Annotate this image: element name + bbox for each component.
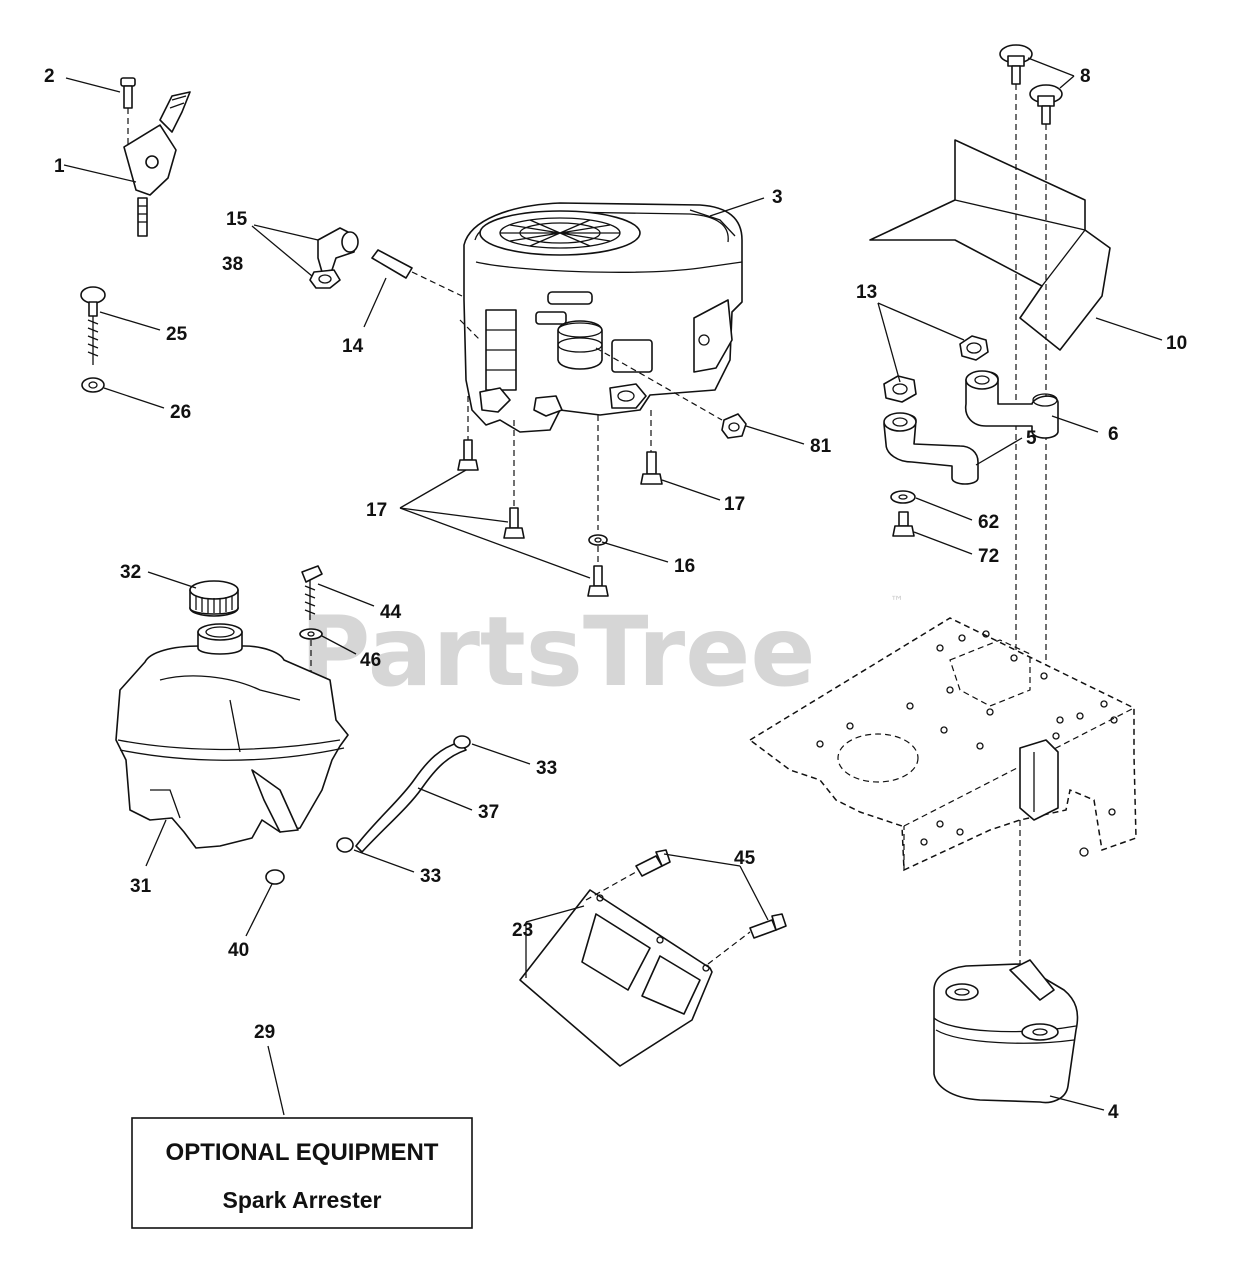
gasket-13-lower-part (883, 375, 917, 403)
callout-29: 29 (254, 1022, 275, 1043)
callout-15: 15 (226, 209, 248, 230)
optional-equipment-title: OPTIONAL EQUIPMENT (166, 1139, 439, 1166)
callout-44: 44 (380, 602, 402, 623)
clamp-33-upper-part (453, 735, 471, 749)
callout-33-upper: 33 (536, 758, 557, 779)
callout-17-right: 17 (724, 494, 745, 515)
bolt-17-left-part (457, 396, 479, 471)
fuel-tank-31-part (115, 623, 349, 849)
hose-14-part (371, 249, 463, 297)
grommet-40-part (265, 869, 285, 885)
callout-72: 72 (978, 546, 999, 567)
callout-16: 16 (674, 556, 695, 577)
optional-equipment-box: OPTIONAL EQUIPMENT Spark Arrester (131, 1117, 473, 1229)
callout-13: 13 (856, 282, 877, 303)
leader-lines (63, 57, 1163, 1116)
bolt-8-right-part (1029, 84, 1063, 676)
callout-6: 6 (1108, 424, 1119, 445)
callout-17-left: 17 (366, 500, 387, 521)
callout-37: 37 (478, 802, 499, 823)
heat-shield-23-part (519, 871, 751, 1067)
bolt-17-right-part (640, 410, 663, 485)
callout-3: 3 (772, 187, 783, 208)
fuel-cap-32-part (189, 580, 239, 617)
engine-3-part (459, 202, 743, 433)
elbow-fitting-15-part (317, 227, 359, 273)
callout-1: 1 (54, 156, 65, 177)
callout-25: 25 (166, 324, 188, 345)
callout-62: 62 (978, 512, 999, 533)
watermark-trademark: ™ (890, 594, 904, 610)
gasket-13-upper-part (959, 335, 989, 361)
throttle-control-part (120, 77, 191, 237)
callout-8: 8 (1080, 66, 1091, 87)
callout-32: 32 (120, 562, 141, 583)
callout-23: 23 (512, 920, 533, 941)
callout-81: 81 (810, 436, 832, 457)
callout-14: 14 (342, 336, 364, 357)
callout-4: 4 (1108, 1102, 1119, 1123)
washer-62-part (890, 490, 916, 504)
bolt-17-center-part (503, 420, 525, 539)
callout-10: 10 (1166, 333, 1187, 354)
exhaust-pipe-5-part (883, 412, 979, 485)
muffler-4-part (933, 959, 1079, 1104)
watermark-brand: PartsTree (300, 596, 815, 708)
screw-45-lower-part (749, 913, 787, 939)
bolt-72-part (892, 511, 915, 537)
bolt-44-part (301, 565, 323, 620)
callout-5: 5 (1026, 428, 1037, 449)
bolt-25-part (80, 286, 106, 365)
callout-26: 26 (170, 402, 191, 423)
callout-40: 40 (228, 940, 249, 961)
callout-46: 46 (360, 650, 381, 671)
nut-26-part (81, 377, 105, 393)
callout-33-lower: 33 (420, 866, 441, 887)
bolt-8-left-part (999, 44, 1033, 660)
callout-38: 38 (222, 254, 243, 275)
optional-equipment-subtitle: Spark Arrester (223, 1187, 382, 1213)
washer-16-part (588, 415, 608, 546)
fuel-line-37-part (355, 741, 467, 853)
exhaust-pipe-6-part (964, 370, 1059, 439)
callout-2: 2 (44, 66, 55, 87)
heat-shield-10-part (869, 139, 1111, 351)
bolt-17-bottom-part (587, 546, 609, 597)
clamp-33-lower-part (336, 837, 354, 853)
nut-81-part (721, 413, 747, 439)
nut-38-part (309, 269, 341, 289)
washer-46-part (299, 628, 323, 735)
callout-45: 45 (734, 848, 756, 869)
mounting-plate-part (748, 617, 1137, 975)
callout-31: 31 (130, 876, 152, 897)
